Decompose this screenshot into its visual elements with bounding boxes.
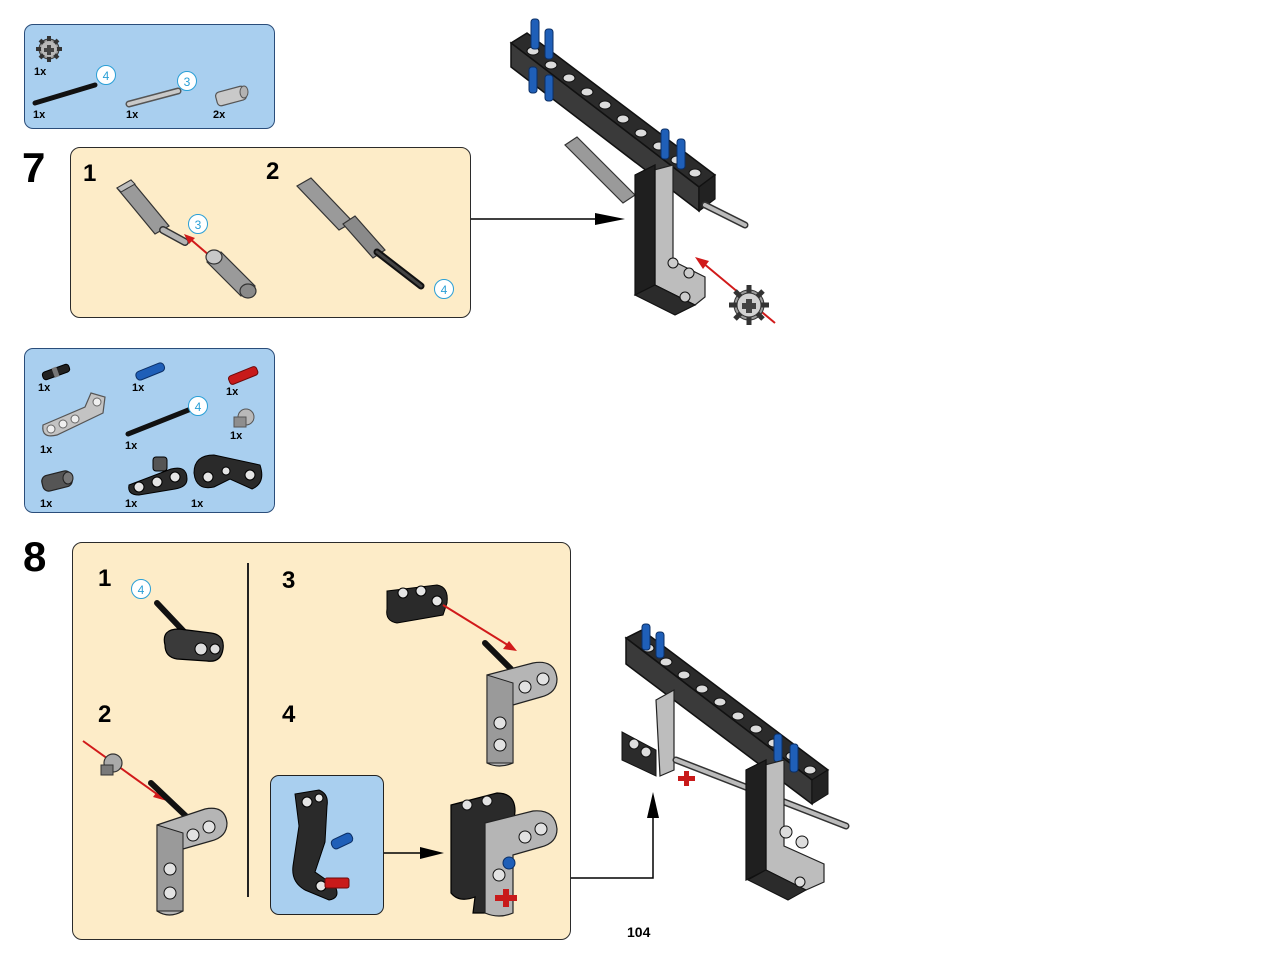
length-badge: 4 bbox=[434, 279, 454, 299]
step7-box: 1 2 3 4 bbox=[70, 147, 471, 318]
step8-parts-list: 1x 1x 1x 1x 4 1x 1x 1x 1x 1x bbox=[24, 348, 275, 513]
substep-number: 2 bbox=[266, 158, 280, 185]
part-qty: 1x bbox=[226, 386, 239, 398]
substep-number: 1 bbox=[98, 565, 112, 592]
gear-icon bbox=[36, 36, 62, 62]
part-qty: 1x bbox=[125, 498, 138, 510]
dark-connector-icon bbox=[41, 470, 74, 492]
substep-number: 3 bbox=[282, 567, 296, 594]
bush-icon bbox=[233, 408, 255, 428]
black-axle-icon bbox=[125, 406, 194, 437]
grey-liftarm-icon bbox=[42, 392, 106, 437]
blue-pin-icon bbox=[135, 362, 166, 381]
part-qty: 1x bbox=[33, 109, 46, 121]
long-axle-icon bbox=[296, 177, 425, 290]
length-badge: 4 bbox=[96, 65, 116, 85]
step7-parts-list: 1x 4 1x 3 1x 2x bbox=[24, 24, 275, 129]
part-qty: 1x bbox=[126, 109, 139, 121]
arrow-right-icon bbox=[384, 847, 444, 859]
substep-number: 2 bbox=[98, 701, 112, 728]
step-number-7: 7 bbox=[22, 144, 46, 191]
grey-axle-icon bbox=[125, 87, 182, 108]
substep-number: 4 bbox=[282, 701, 296, 728]
part-qty: 1x bbox=[230, 430, 243, 442]
black-liftarm-arrow-icon bbox=[386, 584, 517, 651]
part-qty: 1x bbox=[34, 66, 47, 78]
bent-liftarm-icon bbox=[193, 454, 263, 490]
connector-icon bbox=[205, 249, 257, 299]
page-number: 104 bbox=[627, 924, 651, 940]
step7-model-illustration bbox=[509, 18, 776, 325]
length-badge: 3 bbox=[188, 214, 208, 234]
part-qty: 2x bbox=[213, 109, 226, 121]
bent-liftarm-subassembly-icon bbox=[292, 789, 354, 901]
connector-icon bbox=[214, 85, 249, 107]
assembly-arrow-icon bbox=[82, 740, 167, 801]
part-qty: 1x bbox=[191, 498, 204, 510]
step8-model-illustration bbox=[621, 623, 850, 901]
black-liftarm-icon bbox=[128, 456, 188, 496]
black-axle-icon bbox=[32, 82, 98, 106]
grey-liftarm-with-axle-icon bbox=[148, 780, 228, 916]
combined-liftarm-icon bbox=[450, 792, 558, 917]
part-qty: 1x bbox=[40, 444, 53, 456]
black-pin-icon bbox=[41, 363, 71, 381]
length-badge: 3 bbox=[177, 71, 197, 91]
arrow-up-icon bbox=[571, 792, 659, 879]
part-qty: 1x bbox=[38, 382, 51, 394]
length-badge: 4 bbox=[131, 579, 151, 599]
grey-liftarm-assembly-icon bbox=[482, 640, 558, 767]
substep-divider bbox=[247, 563, 249, 897]
part-qty: 1x bbox=[40, 498, 53, 510]
subassembly-callout bbox=[270, 775, 384, 915]
step-number-8: 8 bbox=[23, 533, 47, 580]
connector-with-axle-icon bbox=[154, 600, 224, 662]
step8-box: 1 2 3 4 4 bbox=[72, 542, 571, 940]
part-qty: 1x bbox=[132, 382, 145, 394]
length-badge: 4 bbox=[188, 396, 208, 416]
part-qty: 1x bbox=[125, 440, 138, 452]
arrow-right-icon bbox=[471, 213, 625, 225]
grey-axle-icon bbox=[116, 179, 189, 246]
substep-number: 1 bbox=[83, 160, 97, 187]
red-pin-icon bbox=[227, 366, 259, 385]
